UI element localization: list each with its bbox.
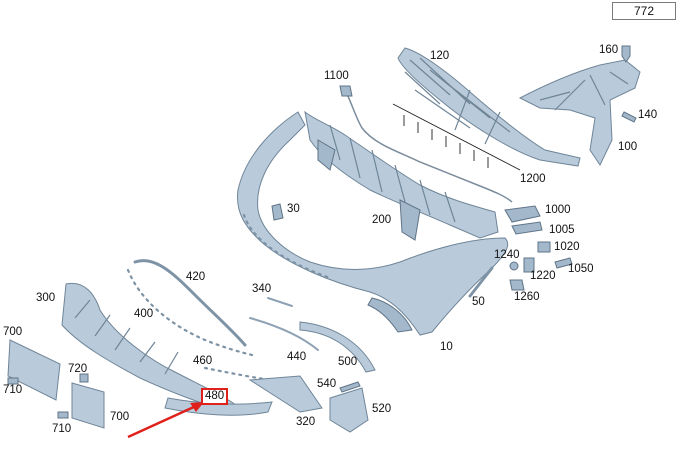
part-1050-clip[interactable]	[554, 257, 573, 269]
part-160-screw[interactable]	[621, 45, 631, 63]
part-540-screw[interactable]	[339, 381, 361, 393]
part-700-license-plate-base-2[interactable]	[71, 382, 105, 429]
part-100-support-bracket[interactable]	[518, 59, 641, 167]
part-30-bracket[interactable]	[271, 203, 284, 221]
callout-420: 420	[186, 271, 206, 283]
callout-460: 460	[193, 355, 213, 367]
part-700-license-plate-base[interactable]	[7, 339, 61, 401]
callout-400: 400	[134, 308, 154, 320]
callout-700-bottom: 700	[110, 411, 130, 423]
part-140-screw[interactable]	[621, 111, 637, 123]
part-1260-sensor[interactable]	[509, 279, 525, 291]
callout-1240: 1240	[494, 249, 520, 261]
part-340-clip[interactable]	[267, 297, 293, 307]
highlighted-callout-480[interactable]: 480	[201, 388, 229, 405]
callout-200: 200	[372, 214, 392, 226]
callout-1100: 1100	[324, 70, 349, 82]
callout-1260: 1260	[514, 291, 540, 303]
callout-710-left: 710	[3, 384, 23, 396]
callout-50: 50	[472, 296, 485, 308]
callout-700-left: 700	[3, 326, 23, 338]
part-1005-sensor-holder[interactable]	[511, 221, 543, 235]
callout-1020: 1020	[554, 241, 580, 253]
part-320-lower-trim[interactable]	[248, 375, 323, 413]
part-420-trim-strip[interactable]	[133, 259, 247, 347]
part-500-side-trim[interactable]	[299, 321, 376, 373]
callout-340: 340	[252, 283, 272, 295]
callout-720: 720	[68, 363, 88, 375]
callout-1000: 1000	[545, 204, 571, 216]
callout-140: 140	[638, 109, 658, 121]
callout-540: 540	[317, 378, 337, 390]
part-400-trim-strip[interactable]	[126, 268, 254, 357]
part-1220-sensor[interactable]	[523, 257, 535, 273]
callout-1220: 1220	[530, 270, 556, 282]
part-200-bumper-carrier[interactable]	[304, 110, 499, 241]
part-460-trim-strip[interactable]	[203, 366, 272, 382]
callout-100: 100	[618, 141, 638, 153]
callout-30: 30	[287, 203, 300, 215]
callout-520: 520	[372, 403, 392, 415]
part-1100-1200-wiring-harness[interactable]	[339, 85, 521, 203]
callout-320: 320	[296, 416, 316, 428]
part-440-trim-strip[interactable]	[249, 317, 319, 351]
callout-160: 160	[599, 44, 619, 56]
callout-10: 10	[440, 341, 453, 353]
callout-120: 120	[430, 50, 450, 62]
callout-440: 440	[287, 351, 307, 363]
callout-710-bottom: 710	[52, 423, 72, 435]
part-520-side-cover[interactable]	[329, 387, 369, 433]
callout-1050: 1050	[568, 263, 594, 275]
part-710-screw[interactable]	[7, 377, 19, 385]
callout-1200: 1200	[520, 173, 546, 185]
callout-300: 300	[36, 292, 56, 304]
part-1000-sensor-bracket[interactable]	[504, 205, 541, 223]
part-1240-grommet[interactable]	[509, 261, 519, 271]
callout-1005: 1005	[549, 224, 575, 236]
part-710-screw-2[interactable]	[57, 411, 69, 419]
part-50-side-trim[interactable]	[468, 266, 494, 298]
part-1020-connector[interactable]	[537, 241, 551, 253]
highlight-arrow	[127, 402, 204, 439]
diagram-reference-number: 772	[612, 2, 676, 20]
part-720-clip[interactable]	[79, 373, 89, 383]
part-120-upper-grille-frame[interactable]	[397, 47, 581, 167]
callout-500: 500	[338, 356, 358, 368]
